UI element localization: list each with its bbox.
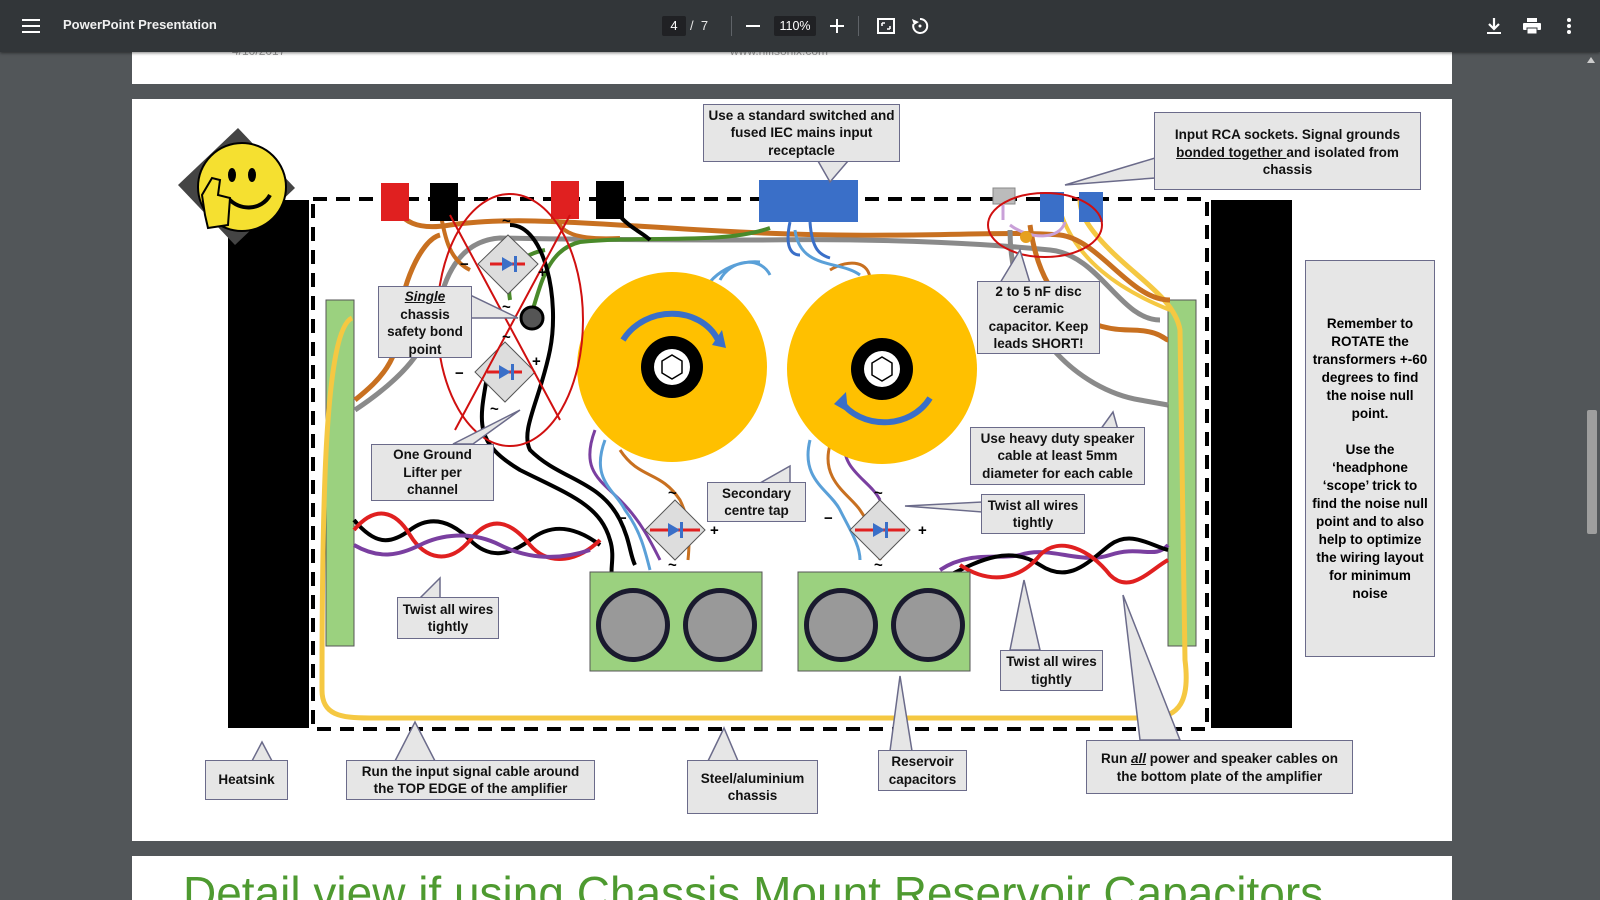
svg-text:+: +	[538, 264, 547, 281]
heavy-cable-callout: Use heavy duty speaker cable at least 5m…	[970, 427, 1145, 485]
svg-text:~: ~	[490, 401, 499, 418]
twist-wires-callout: Twist all wires tightly	[981, 494, 1085, 534]
right-heatsink	[1211, 200, 1292, 728]
download-icon[interactable]	[1478, 10, 1510, 42]
rca-callout: Input RCA sockets. Signal grounds bonded…	[1154, 112, 1421, 190]
next-page: Detail view if using Chassis Mount Reser…	[132, 856, 1452, 900]
svg-text:~: ~	[874, 485, 883, 502]
svg-text:~: ~	[668, 557, 677, 574]
zoom-level-input[interactable]: 110%	[774, 16, 816, 36]
scroll-up-icon[interactable]	[1586, 56, 1596, 64]
scrollbar-thumb[interactable]	[1587, 410, 1597, 534]
menu-icon[interactable]	[15, 10, 47, 42]
svg-text:−: −	[824, 510, 833, 527]
more-vert-icon[interactable]	[1553, 10, 1585, 42]
svg-text:~: ~	[668, 485, 677, 502]
twist-wires-callout: Twist all wires tightly	[397, 597, 499, 639]
bridge-rectifier	[849, 499, 911, 561]
noise-null-note: Remember to ROTATE the transformers +-60…	[1305, 260, 1435, 657]
reservoir-callout: Reservoir capacitors	[878, 750, 967, 791]
svg-text:~: ~	[502, 299, 511, 316]
zoom-out-icon[interactable]	[737, 10, 769, 42]
chassis-callout: Steel/aluminium chassis	[687, 760, 818, 814]
power-cables-callout: Run all power and speaker cables on the …	[1086, 740, 1353, 794]
ground-lifter-callout: One Ground Lifter per channel	[371, 444, 494, 501]
pdf-toolbar: PowerPoint Presentation 4 / 7 110%	[0, 0, 1600, 52]
bond-point-callout: Single chassis safety bond point	[378, 286, 472, 358]
svg-text:−: −	[455, 365, 464, 382]
rotate-note: Remember to ROTATE the transformers +-60…	[1312, 316, 1428, 421]
input-cable-callout: Run the input signal cable around the TO…	[346, 760, 595, 800]
svg-text:~: ~	[874, 557, 883, 574]
headphone-note: Use the ‘headphone ‘scope’ trick to find…	[1312, 442, 1428, 601]
svg-text:−: −	[618, 510, 627, 527]
svg-text:−: −	[460, 256, 469, 273]
bond-point	[519, 305, 545, 331]
page-number-input[interactable]: 4	[662, 16, 686, 36]
svg-text:~: ~	[502, 213, 511, 230]
toolbar-divider	[858, 16, 859, 36]
iec-callout: Use a standard switched and fused IEC ma…	[703, 104, 900, 162]
capacitor-callout: 2 to 5 nF disc ceramic capacitor. Keep l…	[977, 281, 1100, 354]
disc-capacitor	[1020, 231, 1032, 243]
fit-page-icon[interactable]	[870, 10, 902, 42]
iec-receptacle	[759, 180, 858, 222]
svg-text:~: ~	[502, 329, 511, 346]
next-slide-title: Detail view if using Chassis Mount Reser…	[183, 867, 1324, 900]
page-total: / 7	[690, 18, 709, 33]
print-icon[interactable]	[1516, 10, 1548, 42]
svg-text:+: +	[710, 522, 719, 539]
speaker-terminal-black	[430, 183, 458, 221]
rotate-icon[interactable]	[904, 10, 936, 42]
document-title: PowerPoint Presentation	[63, 17, 217, 32]
svg-text:+: +	[918, 522, 927, 539]
thumbs-up-icon	[178, 128, 295, 245]
bridge-rectifier	[477, 234, 539, 295]
secondary-tap-callout: Secondary centre tap	[707, 482, 806, 522]
bridge-rectifier	[644, 499, 706, 561]
heatsink-callout: Heatsink	[205, 760, 288, 800]
bridge-rectifier	[474, 341, 536, 403]
speaker-terminal-black	[596, 181, 624, 219]
svg-text:+: +	[532, 353, 541, 370]
rca-socket	[1040, 192, 1064, 222]
toolbar-divider	[731, 16, 732, 36]
left-amp-board	[325, 299, 355, 647]
twist-wires-callout: Twist all wires tightly	[1000, 650, 1103, 691]
speaker-terminal-red	[381, 183, 409, 221]
left-heatsink	[228, 200, 309, 728]
zoom-in-icon[interactable]	[821, 10, 853, 42]
speaker-terminal-red	[551, 181, 579, 219]
